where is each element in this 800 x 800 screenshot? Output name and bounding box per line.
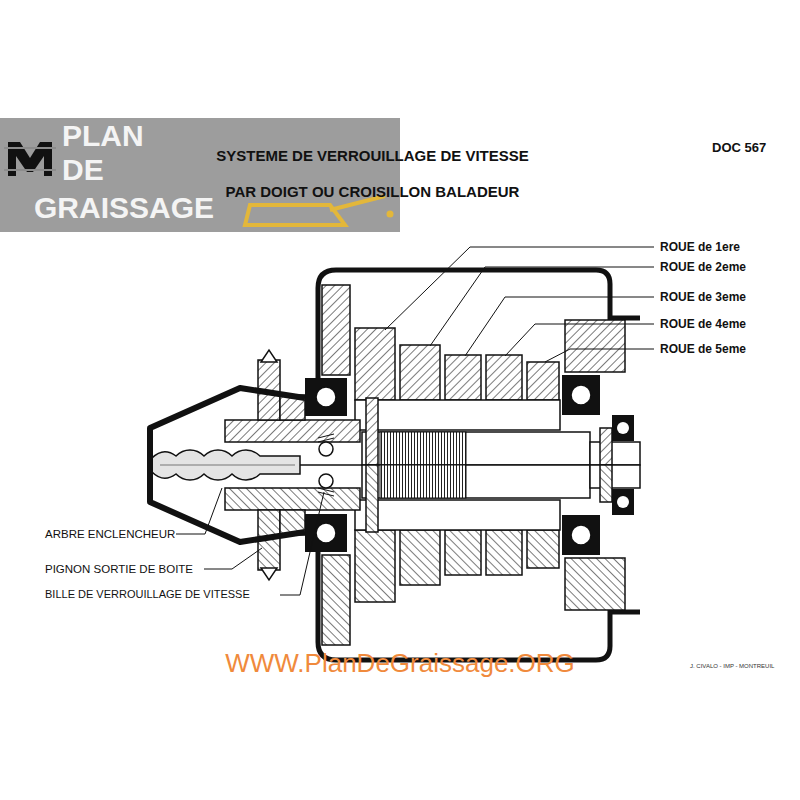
leader-lines [176,247,654,595]
leader-line [505,324,654,356]
diagram-title: SYSTEME DE VERROUILLAGE DE VITESSE PAR D… [205,138,540,210]
oil-can-icon [245,196,385,225]
website-watermark: WWW.PlanDeGraissage.ORG [0,648,800,679]
watermark-text: GRAISSAGE [34,190,214,226]
watermark-text: DE [62,152,104,188]
leader-line [545,349,654,362]
rod-axis [300,464,362,466]
brand-logo-stripe [4,148,56,170]
watermark-band [0,118,400,232]
rod-shading [160,465,295,466]
leader-line [280,492,324,595]
part-label: PIGNON SORTIE DE BOITE [45,562,193,576]
watermark-text: PLAN [62,118,144,154]
leader-line [430,267,654,346]
part-label: ARBRE ENCLENCHEUR [45,527,175,541]
gearbox-bottom [225,465,640,660]
printer-imprint: J. CIVALO - IMP - MONTREUIL [690,663,774,670]
leader-line [465,297,654,356]
document-number: DOC 567 [712,140,766,156]
oil-drop [387,211,394,218]
part-label: ROUE de 3eme [660,290,746,304]
leader-line [176,488,222,534]
gearbox-top [225,270,640,465]
part-label: ROUE de 4eme [660,317,746,331]
part-label: ROUE de 2eme [660,260,746,274]
part-label: ROUE de 1ere [660,240,740,254]
rod-cover [150,388,305,542]
leader-line [385,247,654,330]
part-label: ROUE de 5eme [660,342,746,356]
part-label: BILLE DE VERROUILLAGE DE VITESSE [45,588,250,601]
selector-rod [152,450,300,480]
leader-line [204,548,262,569]
